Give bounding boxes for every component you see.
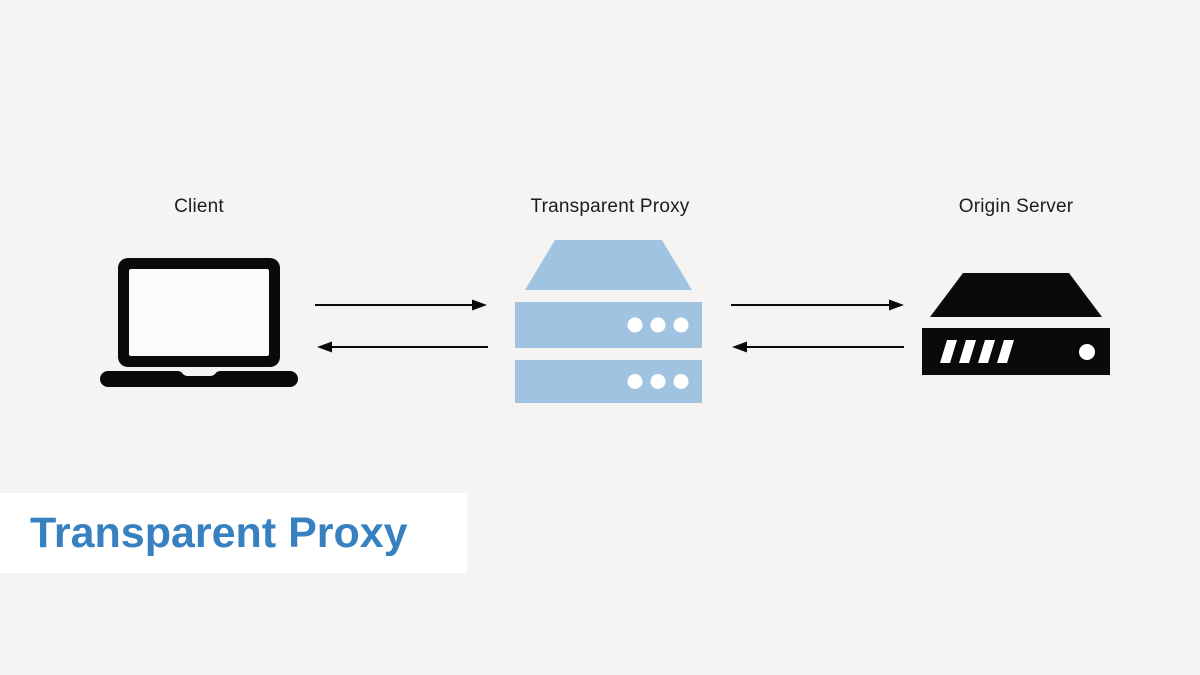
arrow-proxy-to-origin	[731, 299, 904, 311]
proxy-server-icon	[515, 240, 702, 403]
laptop-icon	[100, 258, 298, 387]
arrow-client-to-proxy	[315, 299, 487, 311]
origin-server-label: Origin Server	[958, 196, 1074, 217]
transparent-proxy-label: Transparent Proxy	[530, 196, 690, 217]
origin-server-icon	[922, 273, 1110, 375]
client-label: Client	[174, 196, 224, 217]
arrow-origin-to-proxy	[732, 341, 904, 353]
title-strip: Transparent Proxy	[0, 493, 467, 573]
page-title: Transparent Proxy	[30, 508, 408, 557]
arrow-proxy-to-client	[317, 341, 488, 353]
